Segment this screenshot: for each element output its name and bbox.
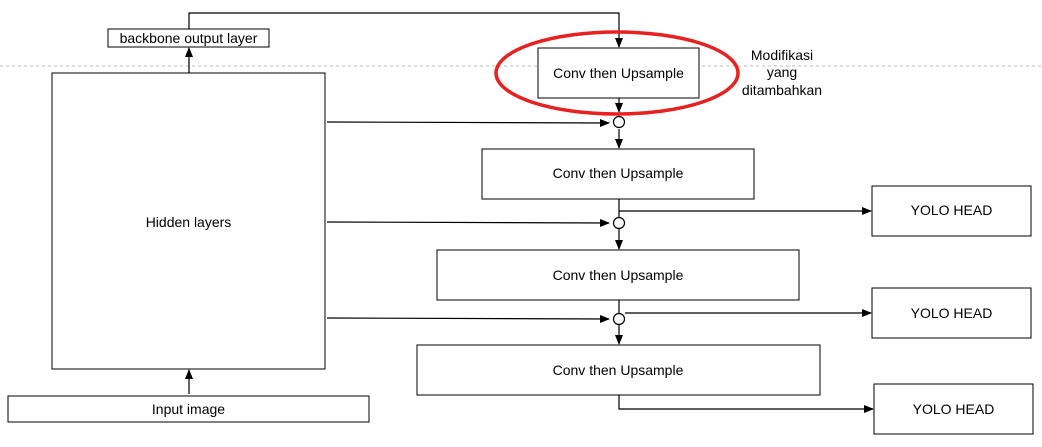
node-yolo-head-1: YOLO HEAD (871, 185, 1032, 237)
node-input-image: Input image (7, 395, 370, 423)
edge-backbone-to-conv1 (188, 12, 623, 48)
node-yolo-head-3-label: YOLO HEAD (913, 401, 995, 417)
node-hidden-layers-label: Hidden layers (146, 214, 232, 230)
edge-to-yolo3 (618, 395, 874, 413)
annotation-text: Modifikasi yang ditambahkan (742, 47, 822, 98)
annotation-line-1: Modifikasi (751, 47, 813, 63)
merge-node-2 (612, 216, 626, 230)
node-conv-4: Conv then Upsample (416, 344, 821, 396)
node-conv-2-label: Conv then Upsample (553, 165, 684, 181)
annotation-line-2: yang (767, 64, 797, 80)
node-yolo-head-2-label: YOLO HEAD (911, 305, 993, 321)
node-yolo-head-1-label: YOLO HEAD (911, 202, 993, 218)
annotation-line-3: ditambahkan (742, 82, 822, 98)
merge-node-3 (612, 312, 626, 326)
node-conv-3: Conv then Upsample (436, 249, 800, 301)
node-backbone-output: backbone output layer (107, 28, 270, 48)
node-input-image-label: Input image (152, 401, 225, 417)
node-conv-4-label: Conv then Upsample (553, 362, 684, 378)
node-conv-2: Conv then Upsample (481, 148, 755, 200)
edge-hidden-to-merge1 (326, 118, 610, 127)
node-conv-3-label: Conv then Upsample (553, 267, 684, 283)
node-conv-1: Conv then Upsample (537, 47, 700, 99)
node-yolo-head-2: YOLO HEAD (871, 287, 1032, 339)
highlight-ellipse (494, 30, 740, 116)
node-yolo-head-3: YOLO HEAD (873, 383, 1034, 435)
edge-hidden-to-merge2 (326, 218, 610, 227)
edge-hidden-to-merge3 (326, 314, 610, 323)
connectors (185, 12, 874, 413)
merge-node-1 (612, 115, 626, 129)
node-hidden-layers: Hidden layers (51, 72, 326, 370)
node-conv-1-label: Conv then Upsample (553, 65, 684, 81)
node-backbone-output-label: backbone output layer (120, 30, 258, 46)
